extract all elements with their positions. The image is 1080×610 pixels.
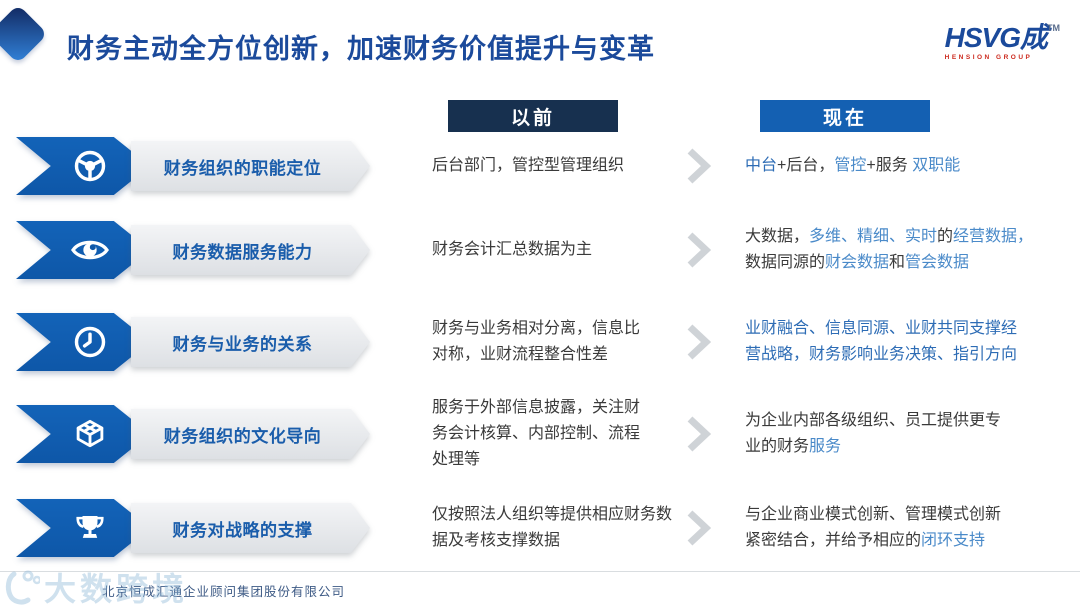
footer-divider [0,571,1080,572]
text-segment: +后台， [777,157,835,174]
text-segment: 多维、精细、实时 [809,228,938,245]
text-segment: 财会数据 [825,254,890,271]
chevron-right-icon [685,323,712,361]
row-label-arrow: 财务数据服务能力 [131,225,370,275]
text-segment: 业财融合、信息同源、业财共同支撑经营战略，财务影响业务决策、指引方向 [745,320,1018,363]
row-label-arrow-shape: 财务与业务的关系 [131,317,370,367]
trophy-icon [16,499,150,557]
text-segment: 财务与业务相对分离，信息比对称，业财流程整合性差 [432,320,641,363]
row-label-arrow-shape: 财务数据服务能力 [131,225,370,275]
row-label: 财务数据服务能力 [172,242,313,262]
row-label-arrow: 财务组织的职能定位 [131,141,370,191]
row-label-arrow: 财务组织的文化导向 [131,409,370,459]
text-segment: 后台部门，管控型管理组织 [432,157,625,174]
text-segment: 经营数据， [953,228,1034,245]
text-segment: 管会数据 [905,254,970,271]
text-segment: 与企业商业模式创新、管理模式创新紧密结合，并给予相应的 [745,506,1002,549]
row-icon-arrow [16,137,150,195]
text-segment: 服务 [809,438,842,455]
row-label-arrow: 财务对战略的支撑 [131,503,370,553]
row-label: 财务与业务的关系 [172,334,313,354]
column-header-before: 以前 [448,100,618,132]
column-header-now: 现在 [760,100,930,132]
after-text: 大数据，多维、精细、实时的经营数据， 数据同源的财会数据和管会数据 [745,224,1041,276]
row-label: 财务组织的职能定位 [163,158,322,178]
chevron-right-icon [685,231,712,269]
clock-icon [16,313,150,371]
eye-icon [16,221,150,279]
text-segment: 为企业内部各级组织、员工提供更专业的财务 [745,412,1002,455]
text-segment: 管控 [834,157,867,174]
text-segment: 财务会计汇总数据为主 [432,241,593,258]
row-label-arrow-shape: 财务组织的文化导向 [131,409,370,459]
row-label-arrow: 财务与业务的关系 [131,317,370,367]
before-text: 仅按照法人组织等提供相应财务数据及考核支撑数据 [432,502,682,554]
header-arrow-decoration [0,4,48,64]
company-logo: HSVG成TM HENSION GROUP [945,24,1060,62]
text-segment: 和 [889,254,906,271]
row-label: 财务组织的文化导向 [163,426,322,446]
text-segment: 双职能 [912,157,961,174]
text-segment: 数据同源的 [745,254,826,271]
logo-text: HSVG成TM [945,24,1060,52]
row-icon-arrow [16,221,150,279]
logo-wordmark: HSVG成 [944,22,1048,53]
logo-subtext: HENSION GROUP [944,54,1033,61]
text-segment: 中台 [745,157,778,174]
before-text: 财务会计汇总数据为主 [432,237,692,263]
text-segment: + [866,157,876,174]
row-icon-arrow [16,313,150,371]
chevron-right-icon [685,509,712,547]
text-segment: 闭环支持 [921,532,986,549]
row-icon-arrow [16,405,150,463]
after-text: 中台+后台，管控+服务 双职能 [745,153,1037,179]
row-icon-arrow [16,499,150,557]
text-segment: 仅按照法人组织等提供相应财务数据及考核支撑数据 [432,506,673,549]
text-segment: 大数据， [745,228,810,245]
text-segment: 服务于外部信息披露，关注财务会计核算、内部控制、流程处理等 [432,399,641,468]
text-segment: 的 [937,228,954,245]
trademark-mark: TM [1047,23,1060,33]
before-text: 财务与业务相对分离，信息比对称，业财流程整合性差 [432,316,648,368]
before-text: 服务于外部信息披露，关注财务会计核算、内部控制、流程处理等 [432,395,648,473]
row-label-arrow-shape: 财务组织的职能定位 [131,141,370,191]
after-text: 业财融合、信息同源、业财共同支撑经营战略，财务影响业务决策、指引方向 [745,316,1027,368]
watermark-logo-icon [5,570,40,605]
before-text: 后台部门，管控型管理组织 [432,153,692,179]
after-text: 与企业商业模式创新、管理模式创新紧密结合，并给予相应的闭环支持 [745,502,1013,554]
after-text: 为企业内部各级组织、员工提供更专业的财务服务 [745,408,1013,460]
row-label-arrow-shape: 财务对战略的支撑 [131,503,370,553]
page-title: 财务主动全方位创新，加速财务价值提升与变革 [67,34,655,64]
steering-wheel-icon [16,137,150,195]
cube-icon [16,405,150,463]
text-segment: 服务 [875,157,913,174]
footer-company-name: 北京恒成汇通企业顾问集团股份有限公司 [102,585,346,599]
row-label: 财务对战略的支撑 [172,520,313,540]
chevron-right-icon [685,415,712,453]
chevron-right-icon [685,147,712,185]
